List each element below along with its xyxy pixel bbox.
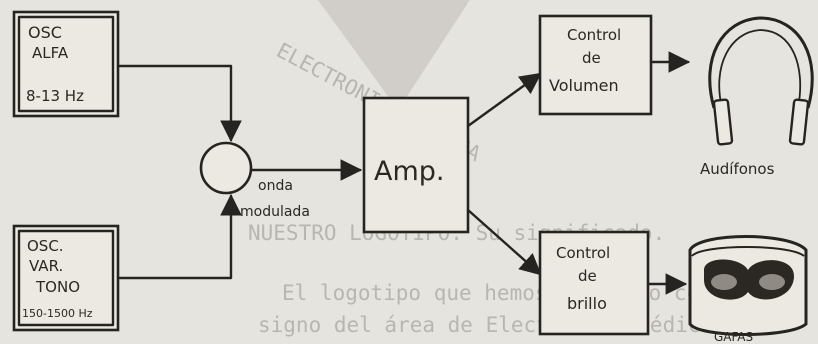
headphones-label: Audífonos xyxy=(700,160,775,178)
osc-var-line4: 150-1500 Hz xyxy=(22,307,93,320)
modulator-label-line2: modulada xyxy=(240,204,310,220)
background-line-3: signo del área de Electrónica Médica de xyxy=(258,313,751,337)
brightness-line1: Control xyxy=(556,244,610,262)
amp-label: Amp. xyxy=(374,156,445,187)
tone-to-modulator-arrow xyxy=(116,193,242,280)
osc-var-line3: TONO xyxy=(35,278,80,296)
osc-var-line2: VAR. xyxy=(29,257,63,275)
volume-line1: Control xyxy=(567,26,621,44)
alpha-to-modulator-arrow xyxy=(116,64,242,143)
osc-var-line1: OSC. xyxy=(27,237,64,255)
glasses-label: GAFAS xyxy=(714,330,753,344)
brightness-control-block: Control de brillo xyxy=(538,230,650,336)
volume-line2: de xyxy=(582,49,601,67)
volume-line3: Volumen xyxy=(549,76,619,95)
volume-control-block: Control de Volumen xyxy=(538,14,653,116)
headphones-icon xyxy=(708,16,814,146)
amp-to-brightness-arrow xyxy=(466,208,542,276)
brightness-line2: de xyxy=(578,267,597,285)
osc-alpha-block: OSC ALFA 8-13 Hz xyxy=(12,10,120,118)
brightness-line3: brillo xyxy=(567,294,607,313)
glasses-icon xyxy=(688,235,808,336)
amp-block: Amp. xyxy=(362,96,470,234)
osc-var-block: OSC. VAR. TONO 150-1500 Hz xyxy=(12,224,120,332)
osc-alpha-line2: ALFA xyxy=(32,44,69,62)
modulator-label-line1: onda xyxy=(258,178,293,194)
modulator-node xyxy=(199,141,253,195)
amp-to-volume-arrow xyxy=(466,72,542,128)
osc-alpha-line3: 8-13 Hz xyxy=(26,87,84,105)
osc-alpha-line1: OSC xyxy=(28,23,62,42)
